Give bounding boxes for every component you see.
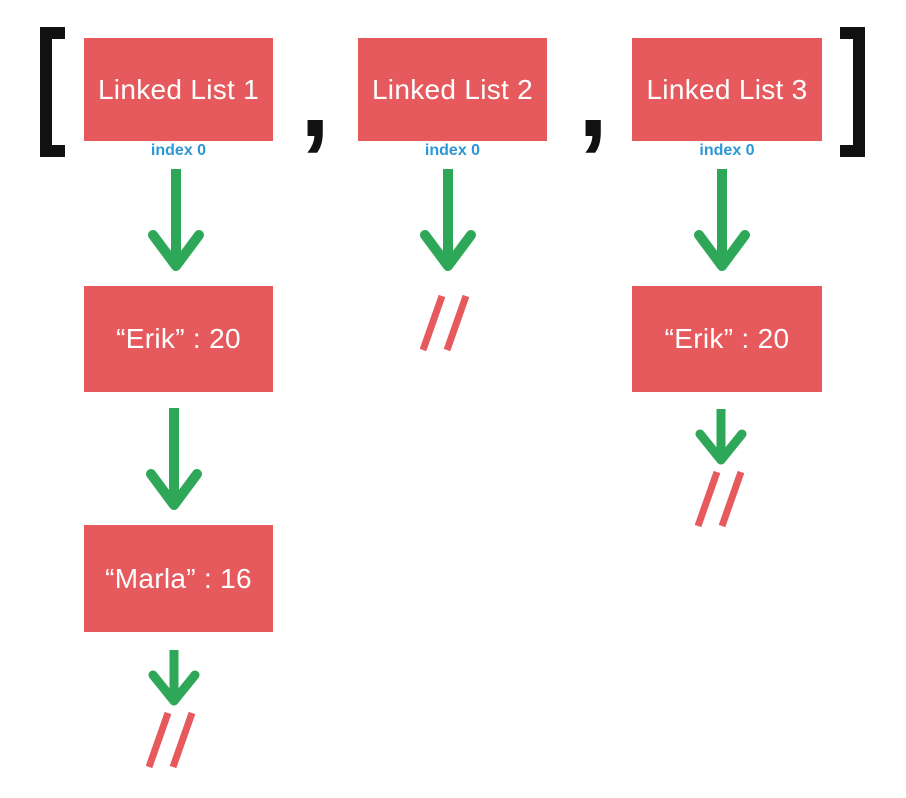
comma-text: , xyxy=(300,38,330,159)
list3-index-label: index 0 xyxy=(699,142,755,159)
open-bracket-icon xyxy=(40,27,65,157)
list3-node1-box: “Erik” : 20 xyxy=(632,286,822,392)
comma-text: , xyxy=(578,38,608,159)
down-arrow-icon xyxy=(420,169,476,271)
close-bracket-icon xyxy=(840,27,865,157)
null-terminator-icon xyxy=(695,470,745,528)
list2-head-box: Linked List 2 xyxy=(358,38,547,141)
list1-node2-box: “Marla” : 16 xyxy=(84,525,273,632)
down-arrow-icon xyxy=(695,409,747,465)
list1-index-label: index 0 xyxy=(150,142,207,159)
list3-head-box: Linked List 3 xyxy=(632,38,822,141)
comma-separator: , xyxy=(578,38,608,159)
down-arrow-icon xyxy=(148,169,204,271)
null-terminator-icon xyxy=(146,711,196,769)
down-arrow-icon xyxy=(146,408,202,510)
down-arrow-icon xyxy=(694,169,750,271)
comma-separator: , xyxy=(300,38,330,159)
null-terminator-icon xyxy=(420,294,470,352)
list1-head-box: Linked List 1 xyxy=(84,38,273,141)
down-arrow-icon xyxy=(148,650,200,706)
list2-index-label: index 0 xyxy=(424,142,481,159)
list1-node1-box: “Erik” : 20 xyxy=(84,286,273,392)
